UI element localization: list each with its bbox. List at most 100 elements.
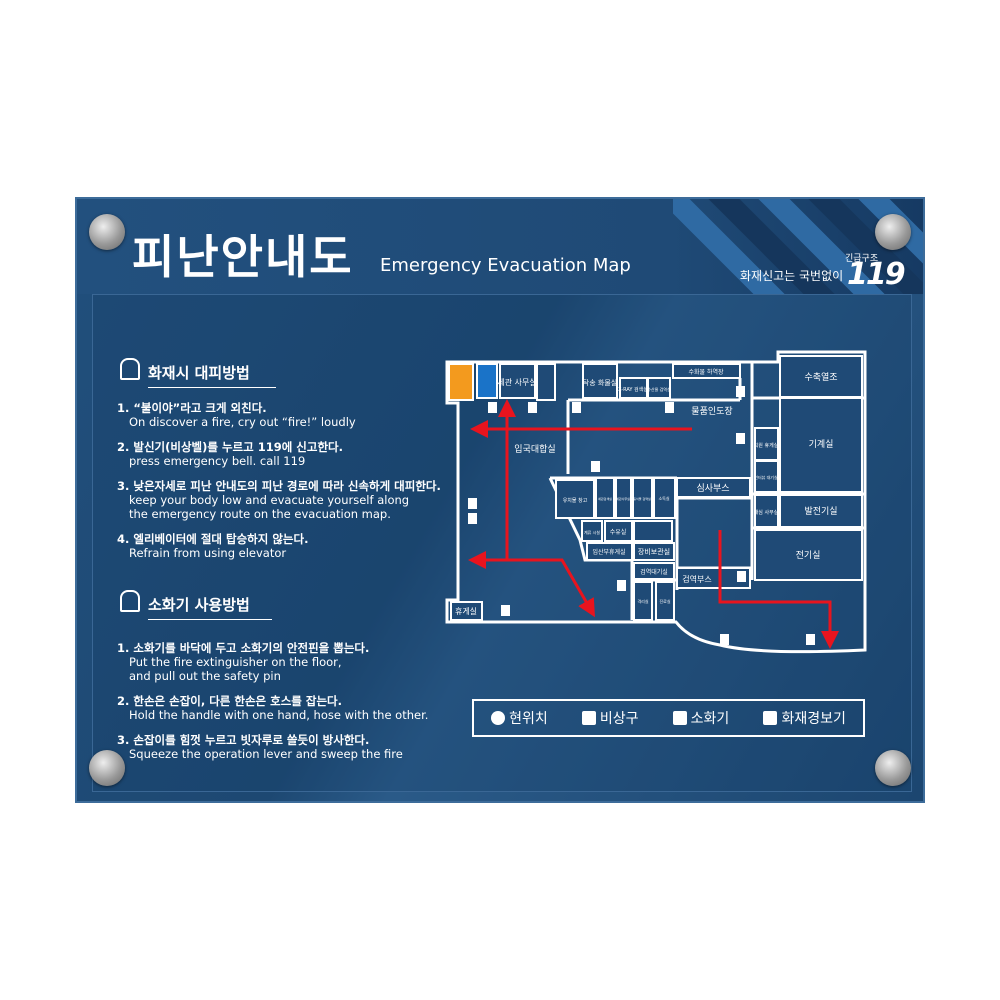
label-generator: 발전기실 xyxy=(804,506,837,517)
fire-extinguisher-icon xyxy=(672,711,687,725)
room-machine xyxy=(779,397,863,493)
room-maternity xyxy=(586,542,633,561)
extinguisher-section-heading: 소화기 사용방법 xyxy=(148,594,272,620)
legend-alarm: 화재경보기 xyxy=(763,708,846,728)
room-isolation xyxy=(633,581,653,621)
stairs-2 xyxy=(633,520,673,542)
legend-exit: 비상구 xyxy=(581,708,639,728)
label-customs-search: 세관검색실 xyxy=(598,496,612,501)
room-generator xyxy=(779,494,863,528)
room-review xyxy=(754,494,779,528)
siren-icon xyxy=(120,358,140,380)
label-interview: 인터뷰 대기실 xyxy=(754,474,778,480)
fire-step: 1. “불이야”라고 크게 외친다.On discover a fire, cr… xyxy=(117,401,356,429)
label-seafood: 수산물 검역실 xyxy=(647,386,671,392)
label-quarantine-booth: 검역부스 xyxy=(682,574,711,584)
room-waiting xyxy=(633,562,675,580)
bolt-top-left xyxy=(89,214,125,250)
extinguisher-marker xyxy=(468,513,477,524)
outer-wall xyxy=(445,350,867,654)
hotline-text: 화재신고는 국번없이 xyxy=(740,269,844,283)
room-storage xyxy=(555,479,595,519)
label-quarantine: 동식물 검역실 xyxy=(633,496,651,501)
room-equipment xyxy=(633,542,675,561)
label-customs-office-2: 세관사무실 xyxy=(616,496,630,501)
page-subtitle: Emergency Evacuation Map xyxy=(380,255,631,276)
label-isolation: 격리실 xyxy=(637,598,648,604)
bolt-top-right xyxy=(875,214,911,250)
label-xray: X-RAY 검색실 xyxy=(618,386,648,393)
label-arrival: 입국대합실 xyxy=(514,443,555,455)
logo-caption: 긴급구조 xyxy=(845,254,879,264)
label-maternity: 임산부휴게실 xyxy=(592,548,625,556)
extinguisher-marker xyxy=(737,571,746,582)
extinguisher-marker xyxy=(501,605,510,616)
route-arrow xyxy=(718,530,839,649)
label-mooring: 계류 시설 xyxy=(584,529,600,535)
extinguisher-marker xyxy=(736,386,745,397)
mens-restroom xyxy=(476,363,498,399)
fire-section-heading: 화재시 대피방법 xyxy=(148,362,276,388)
fire-step: 3. 낮은자세로 피난 안내도의 피난 경로에 따라 신속하게 대피한다.kee… xyxy=(117,479,441,521)
legend-current: 현위치 xyxy=(491,708,548,728)
fire-step: 4. 엘리베이터에 절대 탑승하지 않는다.Refrain from using… xyxy=(117,532,309,560)
extinguisher-marker xyxy=(720,634,729,645)
label-electric: 전기실 xyxy=(796,550,821,561)
room-cargo xyxy=(582,363,618,399)
label-review: 재심 사무실 xyxy=(754,509,779,516)
exit-marker xyxy=(617,580,626,591)
room-quarantine xyxy=(632,477,653,519)
label-baggage: 수화물 하역장 xyxy=(688,368,724,376)
room-lounge xyxy=(450,601,483,621)
room-clinic xyxy=(655,581,675,621)
current-location-icon xyxy=(491,711,506,725)
fire-alarm-icon xyxy=(763,711,778,725)
extinguisher-steps: 1. 소화기를 바닥에 두고 소화기의 안전핀을 뽑는다.Put the fir… xyxy=(117,641,428,772)
route-arrow xyxy=(507,558,595,618)
map-legend: 현위치 비상구 소화기 화재경보기 xyxy=(472,699,865,737)
room-nursing xyxy=(604,520,633,542)
extinguisher-marker xyxy=(528,402,537,413)
label-cargo: 탁송 화물실 xyxy=(583,378,617,387)
label-equipment: 장비보관실 xyxy=(638,547,670,556)
bolt-bottom-left xyxy=(89,750,125,786)
sign-header: 피난안내도 Emergency Evacuation Map 화재신고는 국번없… xyxy=(77,199,923,294)
room-baggage xyxy=(672,363,741,379)
extinguisher-icon xyxy=(120,590,140,612)
label-waiting: 검역대기실 xyxy=(640,568,668,576)
extinguisher-marker xyxy=(572,402,581,413)
label-thermal: 수축열조 xyxy=(804,372,837,383)
label-disinfect: 소독실 xyxy=(658,495,669,501)
label-machine: 기계실 xyxy=(809,438,834,450)
bolt-bottom-right xyxy=(875,750,911,786)
exit-marker xyxy=(736,433,745,444)
room-quarantine-booth xyxy=(676,567,751,589)
label-immigration: 심사부스 xyxy=(696,483,729,494)
extinguisher-step: 2. 한손은 손잡이, 다른 한손은 호스를 잡는다.Hold the hand… xyxy=(117,694,429,722)
label-clinic: 진료실 xyxy=(659,598,670,604)
extinguisher-marker xyxy=(806,634,815,645)
extinguisher-step: 3. 손잡이를 힘껏 누르고 빗자루로 쓸듯이 방사한다.Squeeze the… xyxy=(117,733,403,761)
room-disinfect xyxy=(653,477,676,519)
exit-marker xyxy=(468,498,477,509)
room-seafood xyxy=(647,377,671,399)
extinguisher-step: 1. 소화기를 바닥에 두고 소화기의 안전핀을 뽑는다.Put the fir… xyxy=(117,641,370,683)
room-mooring xyxy=(581,520,603,542)
fire-step: 2. 발신기(비상벨)를 누르고 119에 신고한다.press emergen… xyxy=(117,440,343,468)
label-pickup: 물품인도장 xyxy=(691,406,732,417)
label-staff: 직원 휴게실 xyxy=(754,442,779,449)
extinguisher-marker xyxy=(665,402,674,413)
room-customs-office-2 xyxy=(615,477,632,519)
label-storage: 유치물 창고 xyxy=(563,497,588,504)
page-title: 피난안내도 xyxy=(132,230,354,284)
legend-extinguisher: 소화기 xyxy=(672,708,729,728)
room-customs-search xyxy=(595,477,615,519)
label-nursing: 수유실 xyxy=(610,528,627,536)
stairs xyxy=(536,363,556,401)
room-electric xyxy=(754,529,863,581)
exit-icon xyxy=(581,711,596,725)
room-customs-office xyxy=(499,363,536,399)
room-interview xyxy=(754,460,779,493)
exit-marker xyxy=(488,402,497,413)
